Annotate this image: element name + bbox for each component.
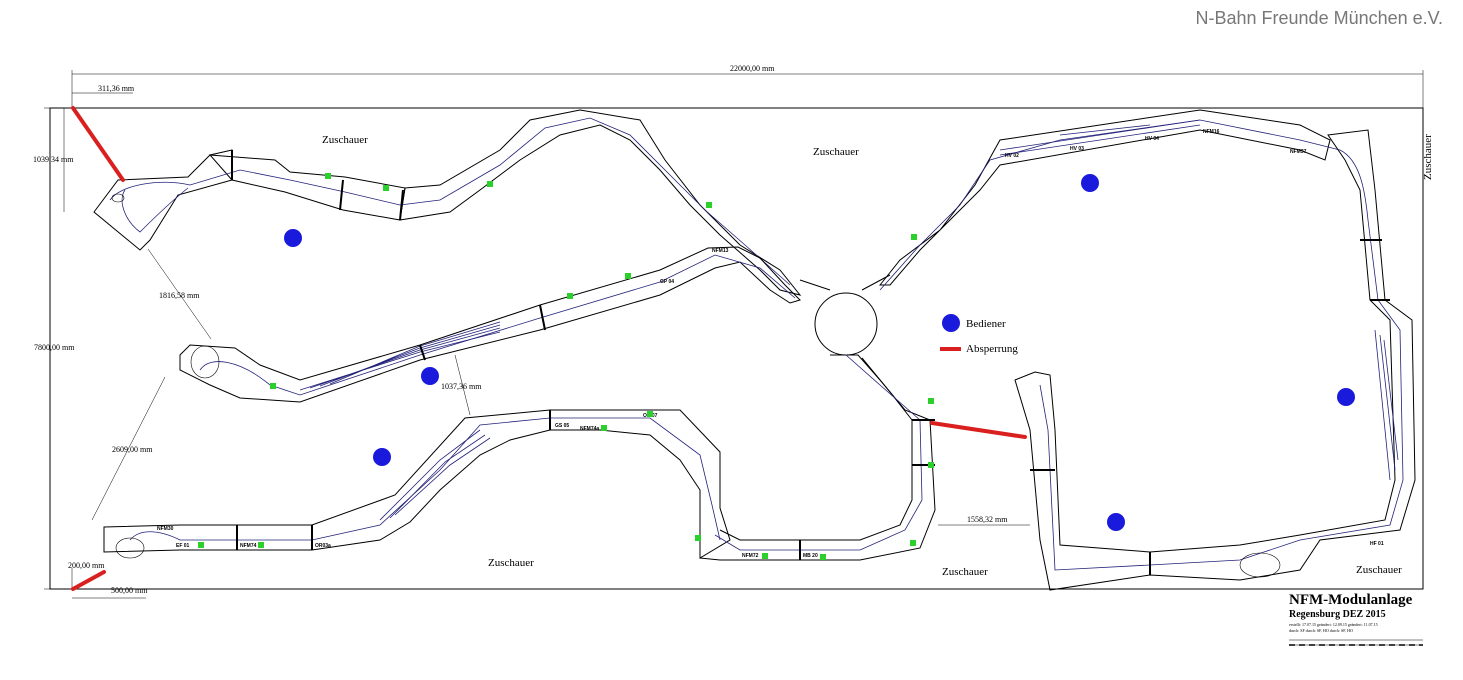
- operator-dot: [284, 229, 302, 247]
- d6-label: 1558,32 mm: [967, 515, 1008, 524]
- legend: Bediener Absperrung: [940, 314, 1018, 355]
- title-block-meta: durch: SF durch: SF, HO durch: SF, HO: [1289, 628, 1353, 634]
- operator-dot: [1081, 174, 1099, 192]
- total-height-label: 7800,00 mm: [34, 343, 75, 352]
- module-label: NFM37: [1290, 149, 1307, 155]
- green-markers: [198, 173, 934, 560]
- legend-barrier-label: Absperrung: [966, 343, 1018, 355]
- barrier-line: [71, 570, 106, 591]
- module-label: GP 04: [660, 279, 674, 285]
- operator-dot: [373, 448, 391, 466]
- module-label: NFM74a: [580, 426, 599, 432]
- barrier-line: [930, 421, 1027, 439]
- module-label: EF 01: [176, 543, 190, 549]
- barrier-line: [71, 106, 125, 182]
- legend-operator-icon: [942, 314, 960, 332]
- audience-label: Zuschauer: [488, 557, 534, 569]
- operator-positions: [284, 174, 1355, 531]
- right-section: [1014, 129, 1416, 591]
- d5-label: 2609,00 mm: [112, 445, 153, 454]
- dimension-d7: 200,00 mm: [68, 561, 105, 589]
- lower-left-section: [103, 409, 731, 559]
- dimension-d2: 1039,34 mm: [33, 108, 74, 212]
- hall-boundary: [49, 107, 1424, 590]
- dimension-d6: 1558,32 mm: [938, 515, 1030, 526]
- audience-label: Zuschauer: [813, 146, 859, 158]
- audience-label: Zuschauer: [942, 566, 988, 578]
- legend-operator-label: Bediener: [966, 318, 1006, 330]
- dimension-d4: 1037,36 mm: [441, 354, 482, 416]
- title-block-title: NFM-Modulanlage: [1289, 592, 1413, 608]
- total-width-label: 22000,00 mm: [730, 64, 775, 73]
- module-label: NFM13: [712, 248, 729, 254]
- dimension-d8: 500,00 mm: [72, 586, 148, 599]
- d7-label: 200,00 mm: [68, 561, 105, 570]
- dimension-total-height: 7800,00 mm: [34, 107, 75, 590]
- module-label: HF 01: [1370, 541, 1384, 547]
- module-label: NFM30: [157, 526, 174, 532]
- operator-dot: [421, 367, 439, 385]
- barriers: [71, 106, 1027, 591]
- d2-label: 1039,34 mm: [33, 155, 74, 164]
- audience-label: Zuschauer: [1356, 564, 1402, 576]
- module-label: HV 04: [1145, 136, 1159, 142]
- module-label: MB 20: [803, 553, 818, 559]
- d8-label: 500,00 mm: [111, 586, 148, 595]
- d4-label: 1037,36 mm: [441, 382, 482, 391]
- dimension-d5: 2609,00 mm: [91, 376, 166, 521]
- audience-label: Zuschauer: [1422, 134, 1434, 180]
- module-label: HV 02: [1005, 153, 1019, 159]
- title-block-meta: erstellt: 17.07.15 geändert: 12.09.15 ge…: [1289, 622, 1378, 627]
- audience-label: Zuschauer: [322, 134, 368, 146]
- title-block: NFM-Modulanlage Regensburg DEZ 2015 erst…: [1289, 592, 1423, 646]
- operator-dot: [1337, 388, 1355, 406]
- operator-dot: [1107, 513, 1125, 531]
- central-section: [699, 109, 1341, 561]
- module-label: GS 05: [555, 423, 569, 429]
- upper-left-section: [93, 109, 802, 296]
- dimension-d1: 311,36 mm: [72, 84, 135, 94]
- d1-label: 311,36 mm: [98, 84, 135, 93]
- module-label: NFM74: [240, 543, 257, 549]
- middle-yard-section: [179, 246, 801, 403]
- club-name: N-Bahn Freunde München e.V.: [1195, 8, 1444, 28]
- module-label: NFM16: [1203, 129, 1220, 135]
- module-joints: [231, 150, 1390, 575]
- module-label: NFM72: [742, 553, 759, 559]
- title-block-subtitle: Regensburg DEZ 2015: [1289, 609, 1386, 620]
- module-label: OR03a: [315, 543, 331, 549]
- dimension-d3: 1816,58 mm: [147, 248, 212, 340]
- dimension-total-width: 22000,00 mm: [71, 64, 1424, 108]
- module-label: HV 03: [1070, 146, 1084, 152]
- d3-label: 1816,58 mm: [159, 291, 200, 300]
